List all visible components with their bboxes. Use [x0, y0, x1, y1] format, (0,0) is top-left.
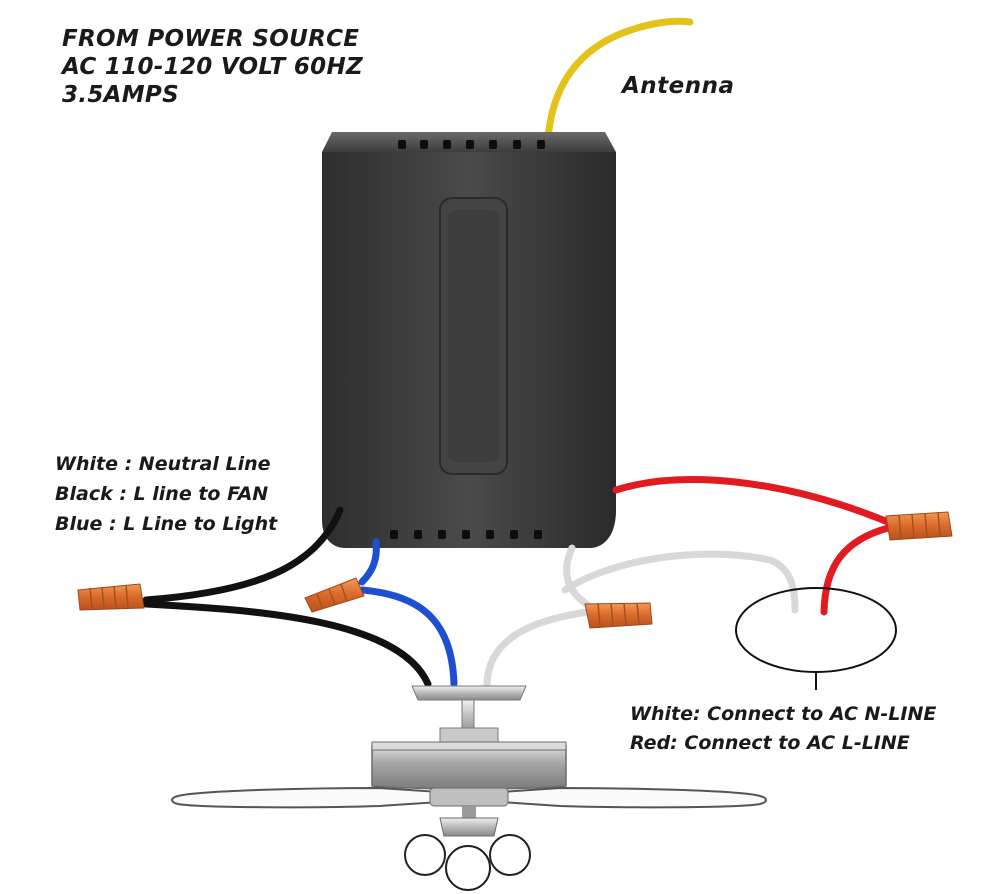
antenna-label: Antenna — [622, 73, 735, 99]
power-source-label: FROM POWER SOURCE AC 110-120 VOLT 60HZ 3… — [62, 25, 363, 109]
ceiling-fan — [171, 685, 767, 891]
legend-ac-l-line: Red: Connect to AC L-LINE — [630, 732, 910, 754]
power-source-line-2: AC 110-120 VOLT 60HZ — [62, 54, 363, 80]
legend-ac-n-line: White: Connect to AC N-LINE — [630, 703, 937, 725]
red-wire-from-receiver — [612, 476, 892, 526]
ac-connection-circle — [735, 587, 897, 673]
black-wire-to-fan — [142, 600, 432, 688]
antenna-wire — [544, 17, 694, 142]
white-wire-to-fan — [483, 608, 592, 688]
wire-nut-red — [885, 511, 953, 541]
black-wire-from-receiver — [142, 506, 344, 604]
power-source-line-1: FROM POWER SOURCE — [62, 26, 360, 52]
light-bulb-right — [489, 834, 531, 876]
wire-nut-white — [584, 602, 653, 629]
fan-blade-left — [171, 786, 441, 809]
wire-nut-left — [77, 583, 145, 611]
bottom-vents — [390, 530, 542, 539]
blue-wire-from-receiver — [358, 538, 380, 586]
receiver-box — [322, 132, 616, 548]
wire-color-legend: White : Neutral Line Black : L line to F… — [55, 449, 277, 539]
white-wire-from-receiver — [563, 544, 592, 609]
blue-wire-to-fan — [358, 586, 458, 688]
top-vents — [398, 140, 545, 149]
legend-blue-wire: Blue : L Line to Light — [55, 513, 278, 535]
power-source-line-3: 3.5AMPS — [62, 82, 179, 108]
fan-blade-right — [499, 786, 767, 809]
red-wire-to-ac — [820, 524, 892, 616]
white-wire-to-ac — [561, 550, 799, 614]
ac-connection-legend: White: Connect to AC N-LINE Red: Connect… — [630, 700, 936, 758]
legend-white-wire: White : Neutral Line — [55, 453, 271, 475]
legend-black-wire: Black : L line to FAN — [55, 483, 269, 505]
wire-nut-blue — [304, 577, 365, 613]
light-bulb-center — [445, 845, 491, 891]
light-bulb-left — [404, 834, 446, 876]
